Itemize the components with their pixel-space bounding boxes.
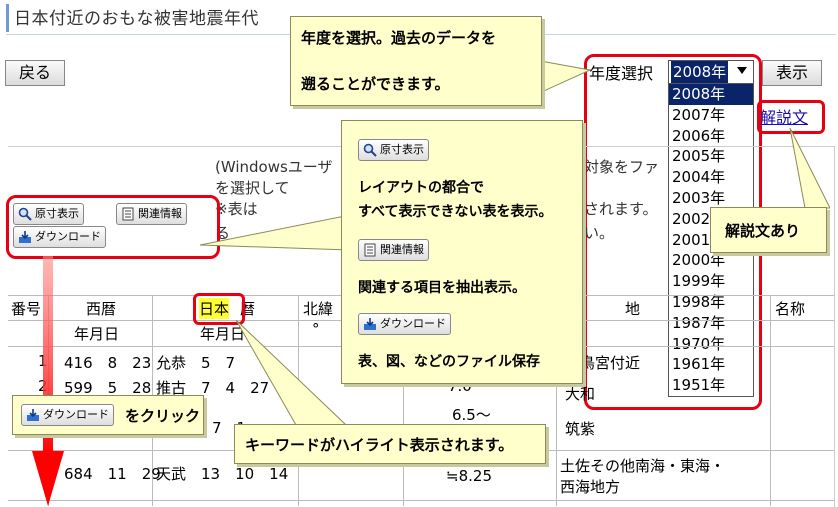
year-callout-line: 年度を選択。過去のデータを — [301, 29, 497, 47]
original-size-label: 原寸表示 — [35, 207, 79, 220]
table-rule — [8, 500, 834, 501]
table-subheader-cell: 年月日 — [74, 325, 120, 343]
table-cell: 飛鳥宮付近 — [565, 354, 641, 372]
back-button[interactable]: 戻る — [5, 60, 65, 86]
table-cell: 1 — [38, 352, 48, 370]
highlight-callout-text: キーワードがハイライト表示されます。 — [245, 436, 514, 454]
related-info-button-sample: 関連情報 — [358, 239, 429, 261]
year-select-label: 年度選択 — [589, 64, 654, 83]
table-cell: 2 — [38, 377, 48, 395]
table-cell: 684 11 29 — [64, 465, 161, 483]
year-option[interactable]: 2007年 — [672, 105, 726, 124]
table-col-rule — [556, 295, 557, 506]
title-accent — [6, 4, 9, 32]
table-cell: 允恭 5 7 — [156, 354, 236, 372]
table-header-cell: 北緯 — [303, 300, 334, 318]
related-info-button[interactable]: 関連情報 — [116, 203, 187, 225]
download-label: ダウンロード — [380, 317, 446, 330]
download-click-text: をクリック — [125, 407, 201, 425]
year-callout: 年度を選択。過去のデータを 遡ることができます。 — [290, 16, 542, 106]
year-option[interactable]: 2006年 — [672, 126, 726, 145]
year-option[interactable]: 1998年 — [672, 292, 726, 311]
kaisetsu-link[interactable]: 解説文 — [760, 108, 809, 127]
table-subheader-cell: ° — [312, 320, 320, 338]
table-header-cell: 番号 — [11, 300, 42, 318]
callout-pointer — [200, 214, 350, 251]
year-option[interactable]: 1999年 — [672, 272, 726, 291]
year-option[interactable]: 2008年 — [669, 84, 753, 105]
tools-callout-text: すべて表示できない表を表示。 — [358, 204, 553, 220]
table-cell: 土佐その他南海・東海・ — [560, 457, 726, 475]
download-icon — [19, 231, 31, 243]
kaisetsu-callout-text: 解説文あり — [725, 222, 801, 240]
highlight-callout: キーワードがハイライト表示されます。 — [234, 424, 546, 464]
tools-callout-text: レイアウトの都合で — [358, 180, 484, 196]
table-cell: ≒8.25 — [446, 467, 492, 485]
table-cell: 416 8 23 — [64, 354, 152, 372]
note-line: を選択して — [215, 179, 290, 197]
year-option[interactable]: 1987年 — [672, 313, 726, 332]
table-cell: 天武 13 10 14 — [156, 465, 289, 483]
year-option[interactable]: 2004年 — [672, 168, 726, 187]
year-select-value: 2008年 — [671, 61, 729, 83]
year-option[interactable]: 1970年 — [672, 334, 726, 353]
download-icon — [27, 409, 39, 421]
year-option[interactable]: 1961年 — [672, 355, 726, 374]
table-header-cell: 名称 — [775, 300, 806, 318]
table-cell: 大和 — [565, 385, 596, 403]
page-title: 日本付近のおもな被害地震年代 — [14, 9, 259, 29]
note-line: 対象をファ — [584, 158, 660, 176]
note-line: い。 — [584, 224, 615, 242]
tool-buttons-highlight-box — [6, 195, 220, 259]
year-option[interactable]: 2005年 — [672, 147, 726, 166]
magnifier-icon — [18, 207, 32, 221]
document-icon — [122, 207, 134, 221]
download-label: ダウンロード — [35, 230, 101, 243]
note-line: されます。 — [584, 200, 658, 218]
table-cell: 筑紫 — [565, 420, 596, 438]
original-size-label: 原寸表示 — [380, 143, 424, 156]
kaisetsu-callout: 解説文あり — [710, 207, 827, 253]
table-cell: 推古 7 4 27 — [156, 379, 270, 397]
year-option[interactable]: 2003年 — [672, 188, 726, 207]
tools-callout: 原寸表示 レイアウトの都合で すべて表示できない表を表示。 関連情報 関連する項… — [341, 120, 583, 384]
table-header-cell: 西暦 — [86, 300, 117, 318]
callout-pointer — [789, 128, 830, 209]
download-button[interactable]: ダウンロード — [13, 226, 106, 248]
callout-pointer — [535, 59, 592, 96]
related-info-label: 関連情報 — [380, 243, 424, 256]
original-size-button-sample: 原寸表示 — [358, 139, 429, 161]
original-size-button[interactable]: 原寸表示 — [13, 203, 84, 225]
magnifier-icon — [363, 143, 377, 157]
table-col-rule — [770, 295, 771, 506]
keyword-highlight-box — [193, 293, 245, 325]
callout-pointer — [236, 320, 346, 426]
download-button-sample: ダウンロード — [358, 313, 451, 335]
download-icon — [364, 318, 376, 330]
year-option[interactable]: 1951年 — [672, 376, 726, 395]
red-down-arrow-icon — [32, 256, 64, 506]
year-option[interactable]: 2000年 — [672, 251, 726, 270]
year-select[interactable]: 2008年 — [668, 60, 754, 84]
table-header-cell-highlight: 日本 — [199, 298, 230, 319]
download-label: ダウンロード — [43, 408, 109, 421]
show-button[interactable]: 表示 — [762, 60, 822, 86]
table-cell: 599 5 28 — [64, 379, 152, 397]
note-line: (Windowsユーザ — [215, 158, 333, 176]
table-cell: 西海地方 — [560, 478, 621, 496]
note-line: ※表は — [215, 200, 258, 218]
related-info-label: 関連情報 — [138, 207, 182, 220]
document-icon — [364, 243, 376, 257]
tools-callout-text: 表、図、などのファイル保存 — [358, 354, 540, 370]
table-col-rule — [403, 295, 404, 506]
table-cell: 6.5〜 — [452, 406, 491, 424]
year-callout-line: 遡ることができます。 — [301, 75, 450, 93]
table-subheader-cell: 年月日 — [200, 325, 246, 343]
tools-callout-text: 関連する項目を抽出表示。 — [358, 280, 526, 296]
download-button-sample: ダウンロード — [21, 404, 114, 426]
chevron-down-icon[interactable] — [737, 67, 747, 74]
table-header-cell: 地 — [625, 300, 641, 318]
download-click-callout: ダウンロード をクリック — [12, 395, 204, 435]
